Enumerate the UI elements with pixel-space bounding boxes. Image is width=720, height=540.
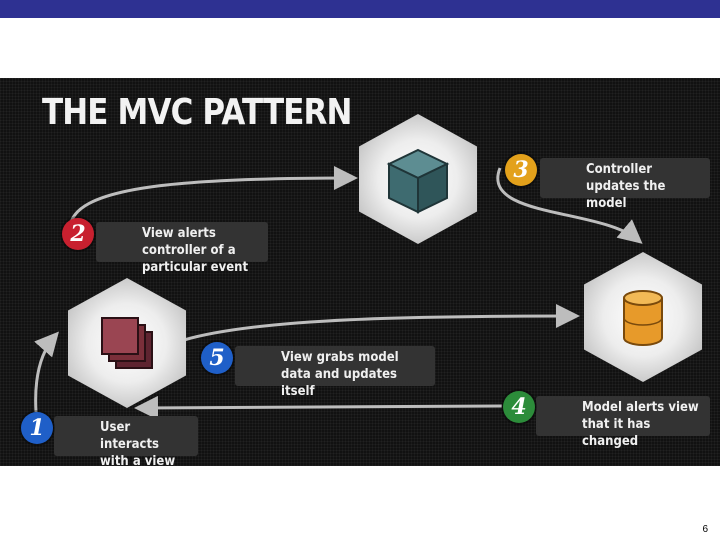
- step-1-badge: 1: [21, 412, 53, 444]
- step-3-badge: 3: [505, 154, 537, 186]
- model-node: [584, 252, 702, 382]
- step-4-text: Model alerts view that it has changed: [582, 400, 699, 449]
- step-1-text: User interacts with a view: [100, 420, 176, 466]
- header-bar: [0, 0, 720, 18]
- mvc-diagram-panel: THE MVC PATTERN: [0, 78, 720, 466]
- controller-node: [359, 114, 477, 244]
- step-4-callout: Model alerts view that it has changed: [536, 396, 710, 449]
- flow-arrows: [34, 166, 643, 420]
- page-number: 6: [702, 524, 708, 535]
- arrow-view-to-controller: [68, 166, 358, 229]
- step-5-callout: View grabs model data and updates itself: [235, 346, 435, 399]
- arrow-view-to-model: [183, 304, 580, 342]
- step-2-text: View alerts controller of a particular e…: [142, 226, 249, 275]
- step-2-badge: 2: [62, 218, 94, 250]
- slide-title: THE MVC PATTERN: [42, 92, 352, 133]
- step-4-badge: 4: [503, 391, 535, 423]
- step-1-callout: User interacts with a view: [54, 416, 198, 466]
- arrow-model-to-view: [134, 395, 503, 420]
- step-3-text: Controller updates the model: [586, 162, 666, 211]
- step-3-callout: Controller updates the model: [540, 158, 710, 211]
- stacked-windows-icon: [101, 317, 153, 369]
- arrow-user-to-view: [34, 331, 59, 413]
- cube-icon: [386, 148, 450, 214]
- step-5-text: View grabs model data and updates itself: [281, 350, 399, 399]
- database-cylinder-icon: [623, 290, 663, 346]
- step-5-badge: 5: [201, 342, 233, 374]
- arrow-controller-to-model: [496, 167, 643, 244]
- step-2-callout: View alerts controller of a particular e…: [96, 222, 268, 275]
